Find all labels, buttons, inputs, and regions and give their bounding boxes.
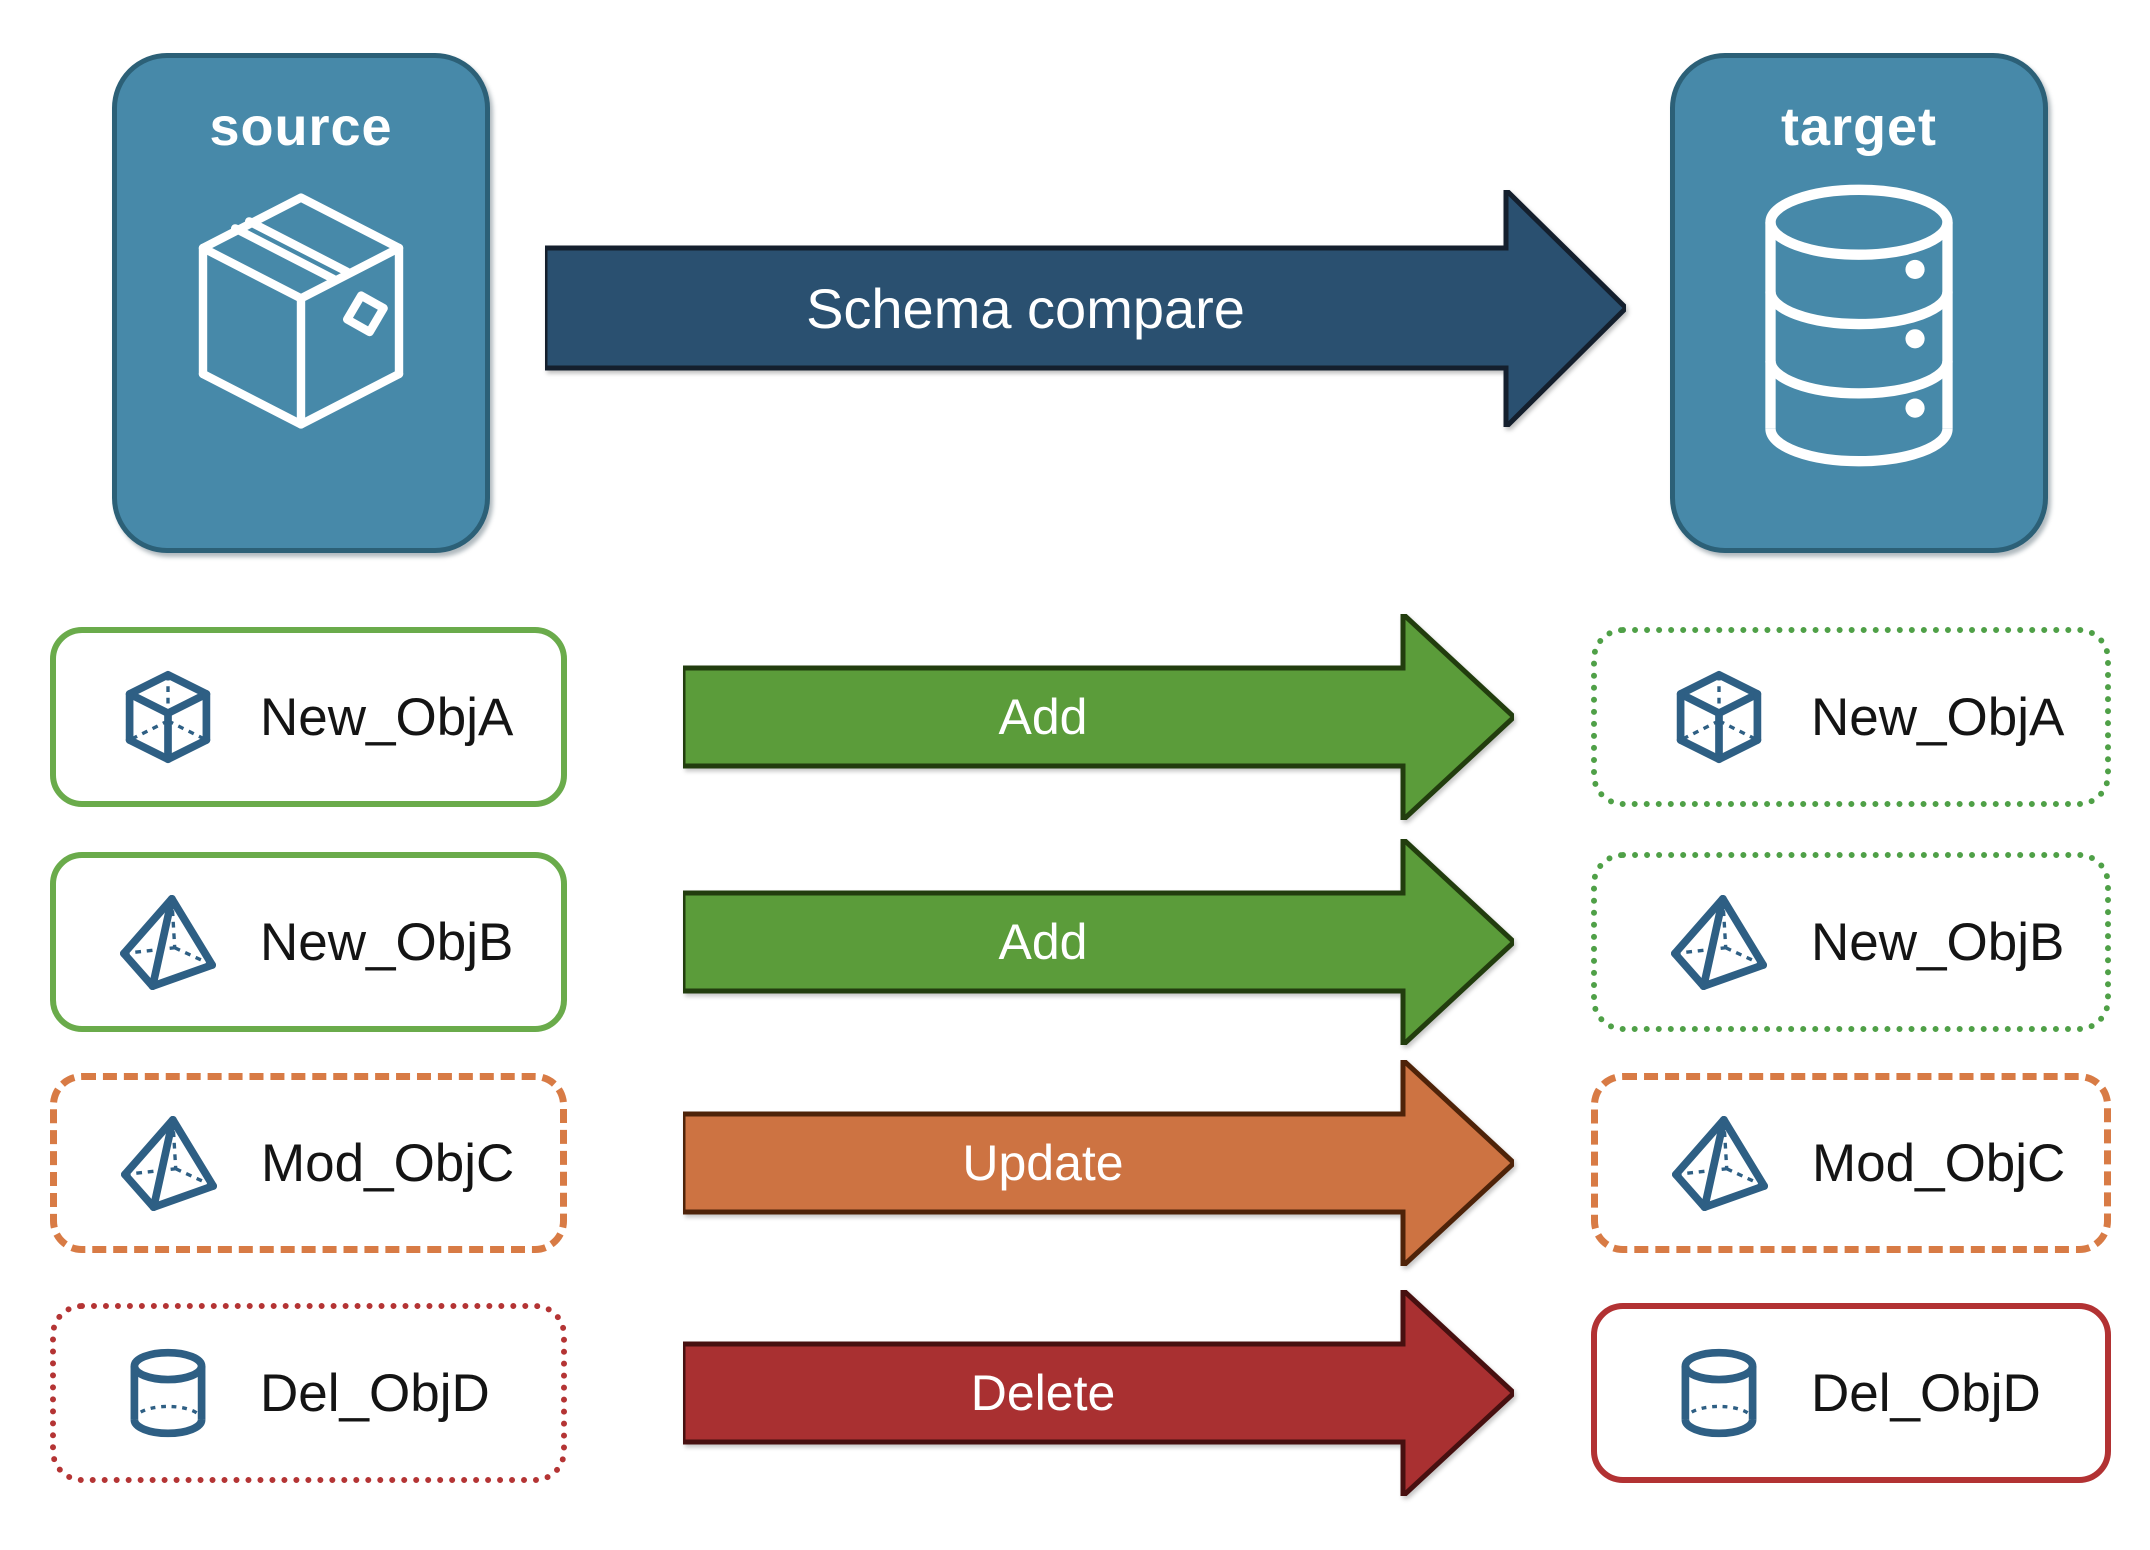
source-title: source — [209, 97, 393, 157]
cylinder-icon — [120, 1345, 216, 1441]
object-name-label: Del_ObjD — [1811, 1363, 2041, 1423]
source-object-card: Del_ObjD — [50, 1303, 567, 1483]
schema-compare-arrow: Schema compare — [545, 190, 1626, 427]
package-icon — [198, 193, 404, 429]
cube-icon — [120, 669, 216, 765]
schema-compare-label: Schema compare — [806, 276, 1245, 340]
object-name-label: Del_ObjD — [260, 1363, 490, 1423]
target-object-card: Mod_ObjC — [1591, 1073, 2111, 1253]
object-name-label: Mod_ObjC — [1812, 1133, 2066, 1193]
delete-arrow: Delete — [683, 1290, 1514, 1496]
pyramid-icon — [1672, 1115, 1768, 1211]
cylinder-icon — [1671, 1345, 1767, 1441]
source-object-card: New_ObjB — [50, 852, 567, 1032]
action-label: Delete — [970, 1365, 1116, 1421]
source-node: source — [112, 53, 490, 553]
object-name-label: Mod_ObjC — [261, 1133, 515, 1193]
source-object-card: Mod_ObjC — [50, 1073, 567, 1253]
database-icon — [1765, 184, 1953, 467]
action-label: Add — [998, 689, 1088, 745]
pyramid-icon — [120, 894, 216, 990]
pyramid-icon — [1671, 894, 1767, 990]
object-name-label: New_ObjA — [1811, 687, 2065, 747]
target-node: target — [1670, 53, 2048, 553]
object-name-label: New_ObjA — [260, 687, 514, 747]
pyramid-icon — [121, 1115, 217, 1211]
target-object-card: New_ObjB — [1591, 852, 2111, 1032]
update-arrow: Update — [683, 1060, 1514, 1266]
add-arrow: Add — [683, 614, 1514, 820]
object-name-label: New_ObjB — [260, 912, 514, 972]
cube-icon — [1671, 669, 1767, 765]
action-label: Update — [962, 1135, 1124, 1191]
add-arrow: Add — [683, 839, 1514, 1045]
target-object-card: Del_ObjD — [1591, 1303, 2111, 1483]
action-label: Add — [998, 914, 1088, 970]
object-name-label: New_ObjB — [1811, 912, 2065, 972]
source-object-card: New_ObjA — [50, 627, 567, 807]
target-title: target — [1780, 97, 1938, 157]
target-object-card: New_ObjA — [1591, 627, 2111, 807]
